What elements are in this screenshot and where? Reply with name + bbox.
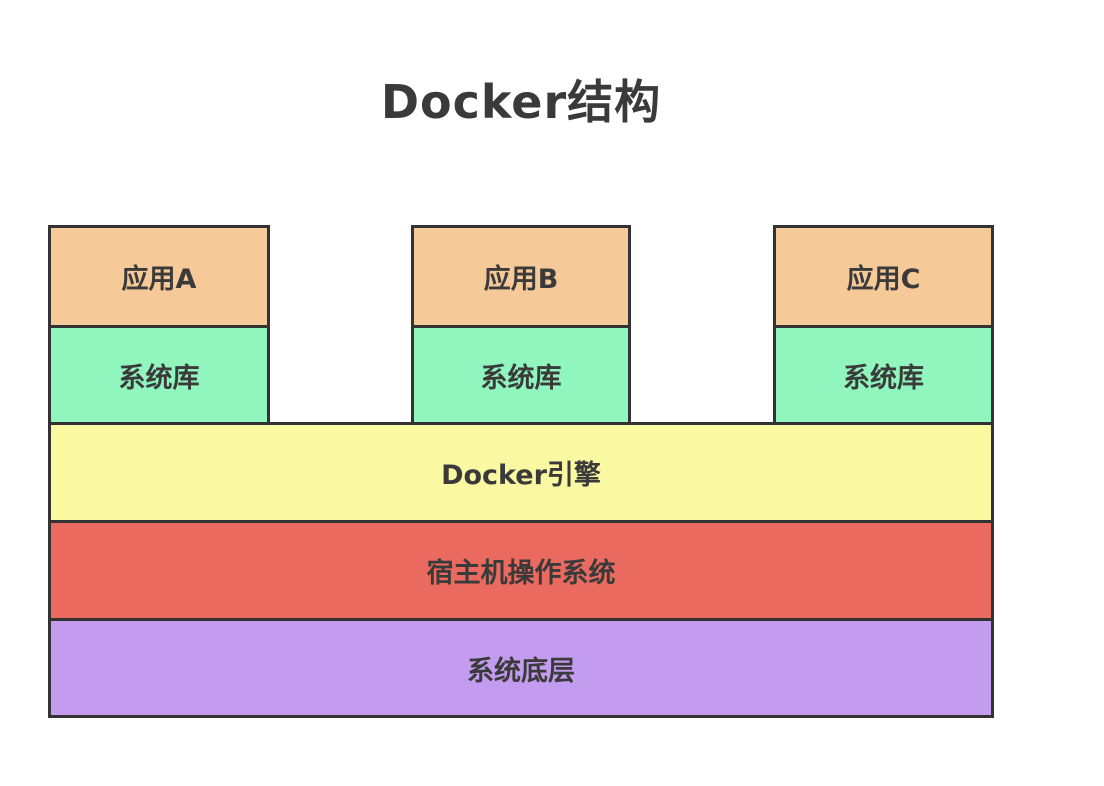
box-syslib-2-label: 系统库: [480, 362, 562, 394]
diagram-title: Docker结构: [380, 75, 662, 129]
box-app-b-label: 应用B: [483, 264, 559, 295]
box-syslib-3-label: 系统库: [843, 362, 924, 394]
box-app-a-label: 应用A: [121, 264, 197, 295]
box-syslib-3: 系统库: [773, 325, 994, 425]
box-app-a: 应用A: [48, 225, 270, 328]
box-app-c-label: 应用C: [846, 264, 921, 295]
layer-docker-engine-label: Docker引擎: [441, 460, 601, 491]
layer-host-os: 宿主机操作系统: [48, 520, 994, 621]
box-app-c: 应用C: [773, 225, 994, 328]
box-syslib-1: 系统库: [48, 325, 270, 425]
layer-system-base: 系统底层: [48, 618, 994, 718]
layer-host-os-label: 宿主机操作系统: [426, 558, 616, 589]
box-syslib-1-label: 系统库: [118, 362, 200, 394]
layer-system-base-label: 系统底层: [467, 655, 575, 687]
box-syslib-2: 系统库: [411, 325, 631, 425]
layer-docker-engine: Docker引擎: [48, 422, 994, 523]
box-app-b: 应用B: [411, 225, 631, 328]
